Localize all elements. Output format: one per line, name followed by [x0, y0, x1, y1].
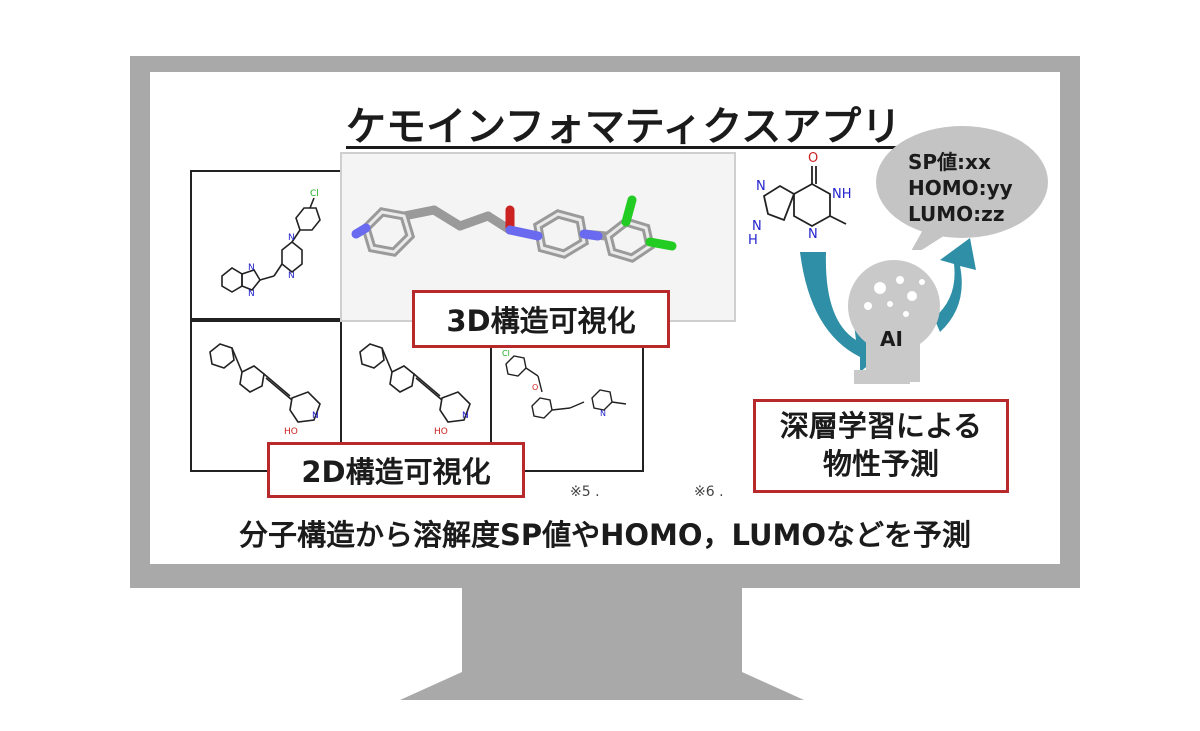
label-deep-learning-line1: 深層学習による	[779, 409, 983, 444]
svg-text:Cl: Cl	[502, 349, 510, 358]
molecule-2d-benzimidazole: N N N N Cl	[221, 189, 321, 299]
prediction-homo: HOMO:yy	[908, 176, 1013, 200]
molecule-2d-dichlorophenyl: Cl O N	[502, 349, 627, 419]
label-deep-learning: 深層学習による 物性予測	[753, 399, 1009, 493]
label-3d-visualization: 3D構造可視化	[412, 290, 670, 348]
svg-text:N: N	[312, 411, 319, 421]
label-ho: HO	[284, 427, 298, 437]
footnote-6: ※6 .	[694, 484, 724, 500]
molecule-2d-biphenyl-alkyne-a: HO N	[209, 343, 321, 437]
svg-text:N: N	[462, 411, 469, 421]
atom-nh: NH	[832, 187, 852, 202]
molecule-2d-purine: O NH N N N H	[748, 151, 852, 248]
svg-text:N: N	[288, 233, 295, 243]
svg-text:HO: HO	[434, 427, 448, 437]
prediction-lumo: LUMO:zz	[908, 202, 1005, 226]
molecule-panel-top-left: N N N N Cl	[190, 170, 346, 320]
svg-text:N: N	[248, 263, 255, 273]
monitor-screen: ケモインフォマティクスアプリ N N N N Cl	[150, 72, 1060, 564]
label-deep-learning-line2: 物性予測	[822, 447, 939, 481]
app-title: ケモインフォマティクスアプリ	[346, 104, 902, 150]
caption: 分子構造から溶解度SP値やHOMO，LUMOなどを予測	[238, 518, 972, 552]
molecule-panel-bottom-left: HO N	[190, 320, 342, 472]
monitor-stand	[400, 588, 804, 700]
atom-n-imidazole: N	[756, 179, 766, 194]
svg-text:Cl: Cl	[310, 189, 319, 199]
svg-text:H: H	[748, 233, 758, 248]
footnote-5: ※5 .	[570, 484, 600, 500]
ai-label: AI	[880, 327, 903, 351]
svg-text:N: N	[288, 271, 295, 281]
svg-text:N: N	[752, 219, 762, 234]
molecule-2d-biphenyl-alkyne-b: HO N	[359, 343, 471, 437]
atom-oxygen: O	[808, 151, 818, 166]
svg-text:N: N	[600, 409, 606, 418]
prediction-bubble	[876, 126, 1048, 250]
label-2d-visualization: 2D構造可視化	[267, 442, 525, 498]
prediction-values: SP値:xx HOMO:yy LUMO:zz	[908, 149, 1013, 227]
ai-head-icon	[848, 260, 940, 384]
atom-n: N	[808, 227, 818, 242]
molecule-3d-stick-model	[351, 195, 677, 263]
svg-text:N: N	[248, 289, 255, 299]
ai-arrows-diagram: AI	[800, 238, 976, 384]
arrow-out-icon	[934, 238, 976, 332]
svg-text:O: O	[532, 383, 538, 392]
prediction-sp: SP値:xx	[908, 150, 991, 174]
